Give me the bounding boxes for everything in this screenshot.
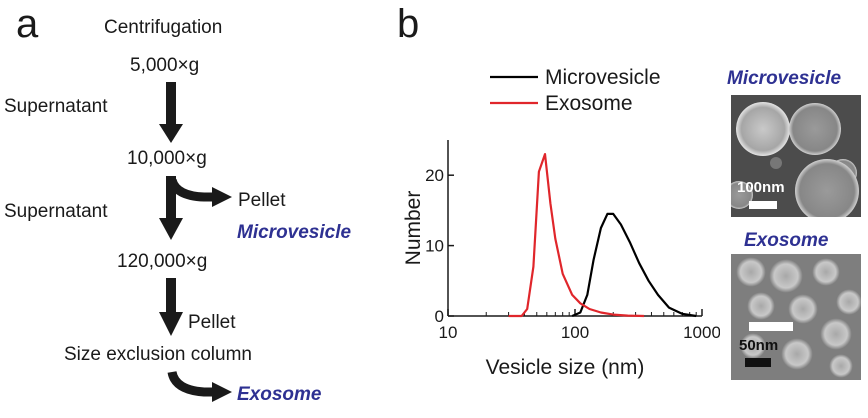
curved-arrow-icon (167, 370, 232, 402)
legend-label-microvesicle: Microvesicle (545, 66, 661, 89)
micrograph-title-exosome: Exosome (744, 230, 829, 251)
x-tick-label: 10 (439, 323, 458, 342)
series-line-microvesicle (571, 212, 697, 318)
step-10000g: 10,000×g (127, 148, 207, 169)
step-120000g: 120,000×g (117, 251, 208, 272)
step-pellet-1: Pellet (238, 190, 286, 211)
micrograph-exosome: 50nm (731, 254, 861, 380)
product-microvesicle: Microvesicle (237, 222, 352, 243)
y-tick-label: 0 (435, 307, 444, 326)
step-supernatant-2: Supernatant (4, 201, 108, 222)
chart-series (508, 153, 697, 318)
legend-label-exosome: Exosome (545, 92, 633, 115)
scale-bar (749, 201, 777, 209)
x-axis-title: Vesicle size (nm) (486, 356, 645, 379)
curved-arrow-icon (167, 178, 232, 207)
down-arrow-icon (159, 82, 183, 143)
step-5000g: 5,000×g (130, 55, 200, 76)
product-exosome: Exosome (237, 384, 322, 405)
micrograph-microvesicle: 100nm (731, 95, 861, 217)
step-supernatant-1: Supernatant (4, 96, 108, 117)
y-tick-label: 20 (425, 166, 444, 185)
flow-arrows (159, 82, 232, 402)
scale-bar (745, 358, 771, 367)
y-tick-label: 10 (425, 237, 444, 256)
scale-bar (749, 322, 793, 331)
step-pellet-2: Pellet (188, 312, 236, 333)
panel-b-letter: b (397, 2, 420, 46)
y-axis-title: Number (402, 191, 425, 266)
scale-label-50nm: 50nm (739, 337, 779, 354)
step-size-exclusion-column: Size exclusion column (64, 344, 252, 365)
down-arrow-icon (159, 176, 183, 240)
step-centrifugation: Centrifugation (104, 17, 223, 38)
x-tick-label: 1000 (683, 323, 720, 342)
down-arrow-icon (159, 278, 183, 336)
scale-label-100nm: 100nm (737, 179, 785, 196)
panel-a-letter: a (16, 2, 39, 46)
series-line-exosome (508, 153, 645, 318)
x-tick-label: 100 (561, 323, 589, 342)
micrograph-title-microvesicle: Microvesicle (727, 68, 842, 89)
